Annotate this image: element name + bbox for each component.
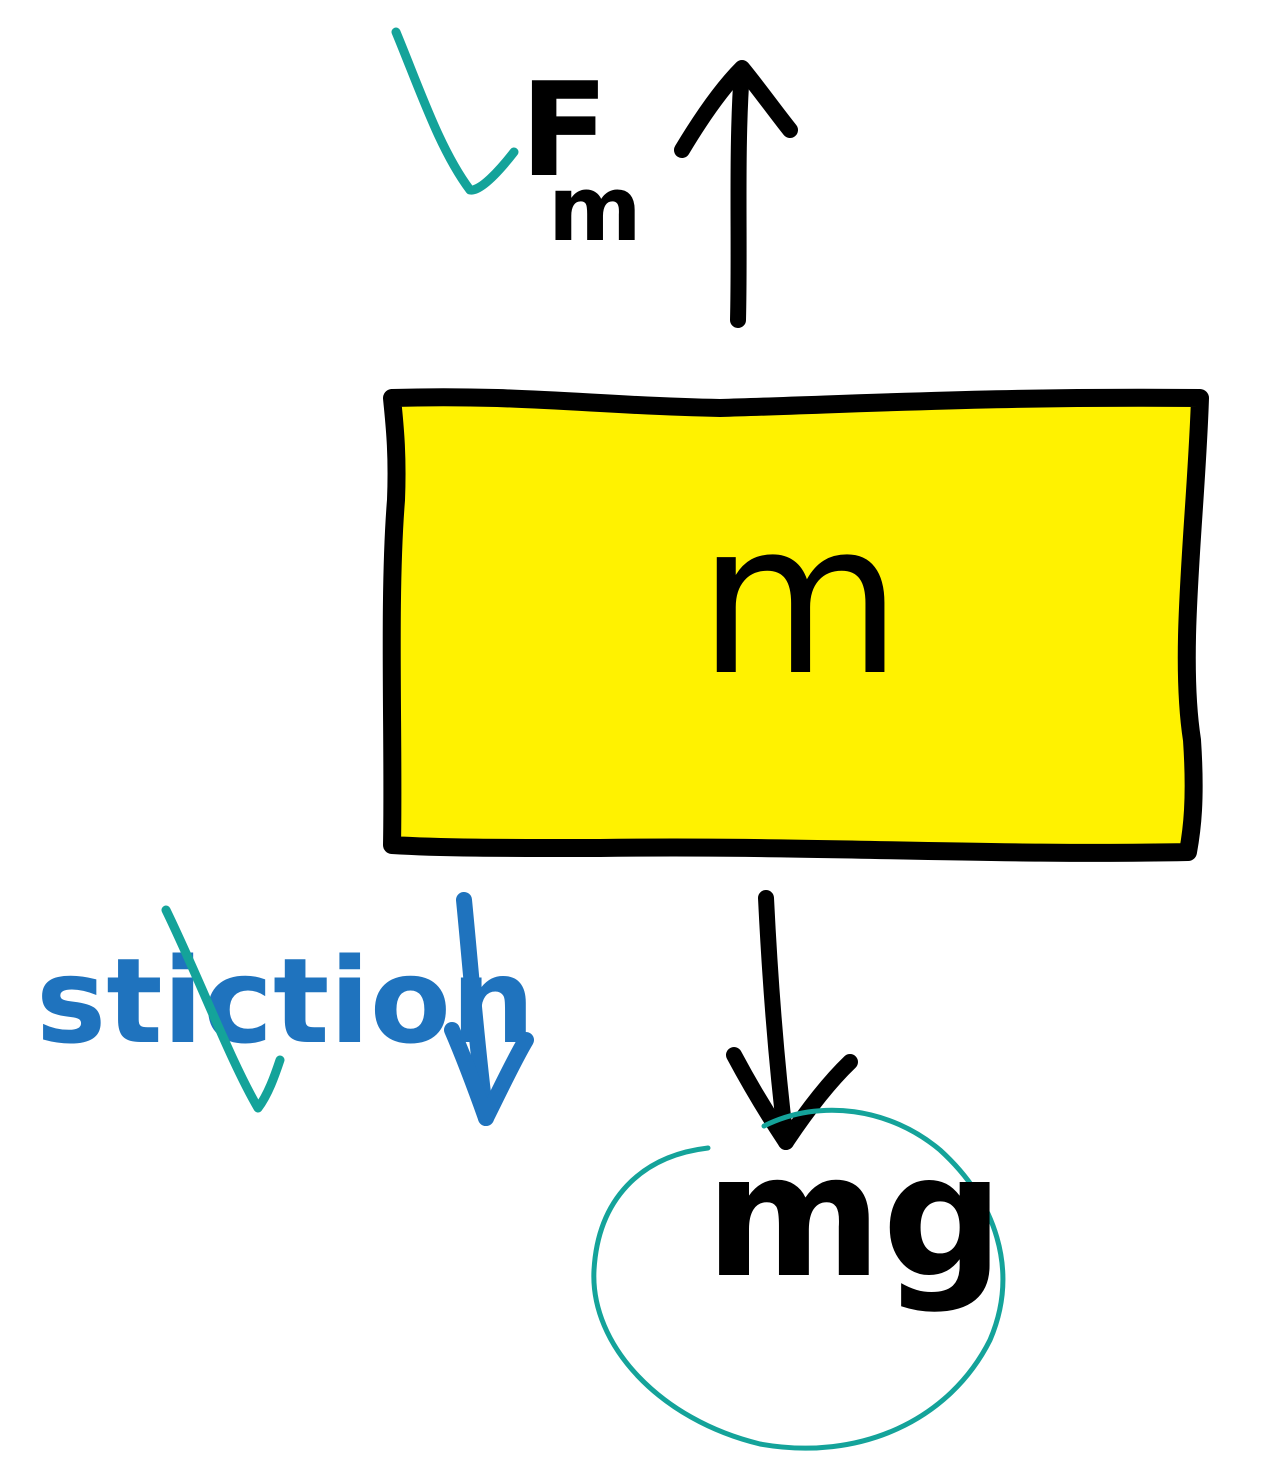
force-up-arrow <box>674 60 798 328</box>
weight-label-group: mg <box>591 1107 1006 1451</box>
stiction-label: stiction <box>36 932 535 1070</box>
mass-block-outline <box>382 388 1209 862</box>
mass-label: m <box>698 477 903 722</box>
weight-arrow-shaft <box>758 890 794 1150</box>
force-up-label-main: F <box>520 54 609 206</box>
mass-block-fill <box>392 397 1200 850</box>
stiction-label-group: stiction <box>36 905 535 1113</box>
stiction-arrow-head <box>444 1022 534 1126</box>
stiction-arrow <box>444 892 534 1126</box>
force-up-arrow-head <box>674 60 798 158</box>
weight-highlight-circle <box>591 1107 1006 1451</box>
force-up-label: F m <box>391 27 642 262</box>
weight-arrow-head <box>726 1047 858 1150</box>
weight-label: mg <box>705 1118 1004 1316</box>
stiction-checkmark <box>161 905 285 1113</box>
force-up-checkmark <box>391 27 519 195</box>
mass-block: m <box>382 388 1209 862</box>
force-up-arrow-shaft <box>730 62 750 328</box>
force-up-label-subscript: m <box>548 157 642 262</box>
weight-arrow <box>726 890 858 1150</box>
